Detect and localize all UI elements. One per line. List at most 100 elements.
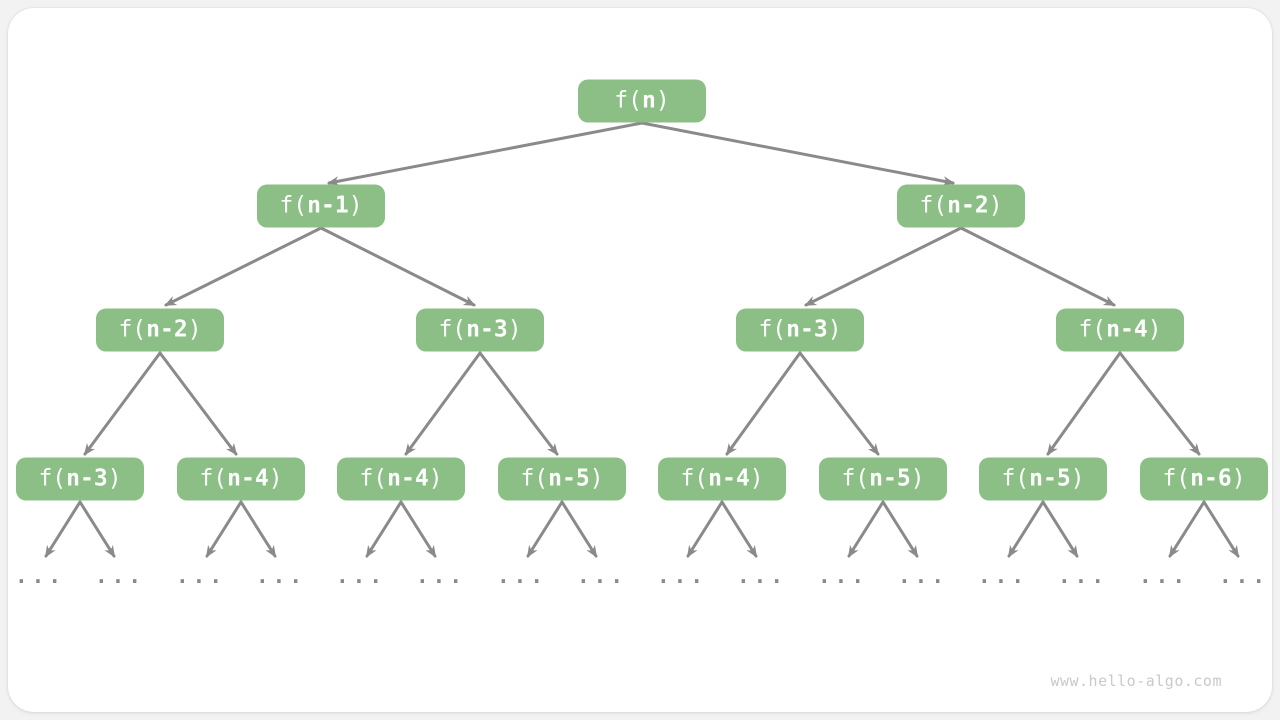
- node-label-close: ): [187, 316, 202, 343]
- node-label-param: n-3: [466, 316, 508, 343]
- edge-arrow: [804, 226, 963, 307]
- edge-arrow: [478, 351, 559, 456]
- node-label-close: ): [749, 465, 764, 492]
- node-label-param: n-3: [66, 465, 108, 492]
- ellipsis: ...: [176, 564, 226, 588]
- node-label-param: n-1: [307, 192, 349, 219]
- node-label-param: n-4: [708, 465, 750, 492]
- tree-node: f(n): [578, 79, 706, 123]
- ellipsis: ...: [737, 564, 787, 588]
- edge-arrow: [319, 226, 476, 307]
- edge-arrow: [526, 500, 564, 558]
- edge-arrow: [83, 351, 162, 456]
- node-label-param: n-2: [146, 316, 188, 343]
- watermark: www.hello-algo.com: [1050, 672, 1222, 690]
- ellipsis: ...: [1139, 564, 1189, 588]
- edge-arrow: [881, 500, 919, 558]
- tree-node: f(n-5): [979, 457, 1107, 501]
- tree-node: f(n-2): [96, 308, 224, 352]
- node-label-param: n-5: [869, 465, 911, 492]
- ellipsis: ...: [657, 564, 707, 588]
- node-label-open: f(: [279, 192, 308, 219]
- tree-node: f(n-4): [177, 457, 305, 501]
- tree-node: f(n-3): [416, 308, 544, 352]
- edge-arrow: [1168, 500, 1206, 558]
- edge-arrow: [404, 351, 482, 456]
- node-label-open: f(: [758, 316, 787, 343]
- node-label-open: f(: [199, 465, 228, 492]
- node-label-param: n-5: [1029, 465, 1071, 492]
- ellipsis: ...: [15, 564, 65, 588]
- node-label-close: ): [1070, 465, 1085, 492]
- node-label-param: n-4: [227, 465, 269, 492]
- node-label-close: ): [107, 465, 122, 492]
- node-label-open: f(: [359, 465, 388, 492]
- node-label-close: ): [507, 316, 522, 343]
- node-label-close: ): [655, 87, 670, 114]
- edge-arrow: [239, 500, 277, 558]
- edge-arrow: [44, 500, 82, 558]
- node-label-param: n-6: [1190, 465, 1232, 492]
- node-label-open: f(: [919, 192, 948, 219]
- edge-arrow: [327, 121, 644, 187]
- ellipsis: ...: [256, 564, 306, 588]
- node-label-param: n-4: [387, 465, 429, 492]
- edge-arrow: [1041, 500, 1079, 558]
- node-label-close: ): [428, 465, 443, 492]
- tree-node: f(n-4): [658, 457, 786, 501]
- node-label-open: f(: [680, 465, 709, 492]
- tree-node: f(n-4): [337, 457, 465, 501]
- edge-arrow: [1046, 351, 1122, 456]
- node-label-open: f(: [1001, 465, 1030, 492]
- edge-arrow: [686, 500, 724, 558]
- node-label-close: ): [910, 465, 925, 492]
- node-label-close: ): [589, 465, 604, 492]
- node-label-param: n-3: [786, 316, 828, 343]
- tree-node: f(n-3): [16, 457, 144, 501]
- ellipsis: ...: [818, 564, 868, 588]
- node-label-open: f(: [614, 87, 642, 114]
- node-label-close: ): [988, 192, 1003, 219]
- edge-arrow: [205, 500, 243, 558]
- tree-node: f(n-5): [498, 457, 626, 501]
- ellipsis: ...: [1058, 564, 1108, 588]
- node-label-close: ): [1231, 465, 1246, 492]
- node-label-open: f(: [118, 316, 147, 343]
- tree-node: f(n-2): [897, 184, 1025, 228]
- edge-arrow: [959, 226, 1116, 307]
- node-label-close: ): [827, 316, 842, 343]
- ellipsis: ...: [95, 564, 145, 588]
- ellipsis: ...: [1219, 564, 1269, 588]
- edge-arrow: [164, 226, 323, 307]
- node-label-close: ): [1147, 316, 1162, 343]
- edge-arrow: [1202, 500, 1240, 558]
- edge-arrow: [560, 500, 598, 558]
- edge-arrow: [399, 500, 437, 558]
- ellipsis: ...: [497, 564, 547, 588]
- edge-arrow: [158, 351, 238, 456]
- node-label-param: n-2: [947, 192, 989, 219]
- edge-arrow: [1007, 500, 1045, 558]
- node-label-param: n-4: [1106, 316, 1148, 343]
- edge-arrow: [720, 500, 758, 558]
- node-label-open: f(: [438, 316, 467, 343]
- edge-arrow: [798, 351, 880, 456]
- ellipsis: ...: [978, 564, 1028, 588]
- edge-arrow: [725, 351, 802, 456]
- node-label-open: f(: [1162, 465, 1191, 492]
- edge-arrow: [365, 500, 403, 558]
- node-label-open: f(: [1078, 316, 1107, 343]
- tree-node: f(n-4): [1056, 308, 1184, 352]
- node-label-close: ): [268, 465, 283, 492]
- edge-arrow: [640, 121, 955, 187]
- ellipsis: ...: [898, 564, 948, 588]
- tree-node: f(n-6): [1140, 457, 1268, 501]
- ellipsis: ...: [336, 564, 386, 588]
- node-label-open: f(: [520, 465, 549, 492]
- edge-arrow: [1118, 351, 1201, 456]
- tree-node: f(n-5): [819, 457, 947, 501]
- ellipsis: ...: [416, 564, 466, 588]
- edge-arrow: [847, 500, 885, 558]
- node-label-open: f(: [38, 465, 67, 492]
